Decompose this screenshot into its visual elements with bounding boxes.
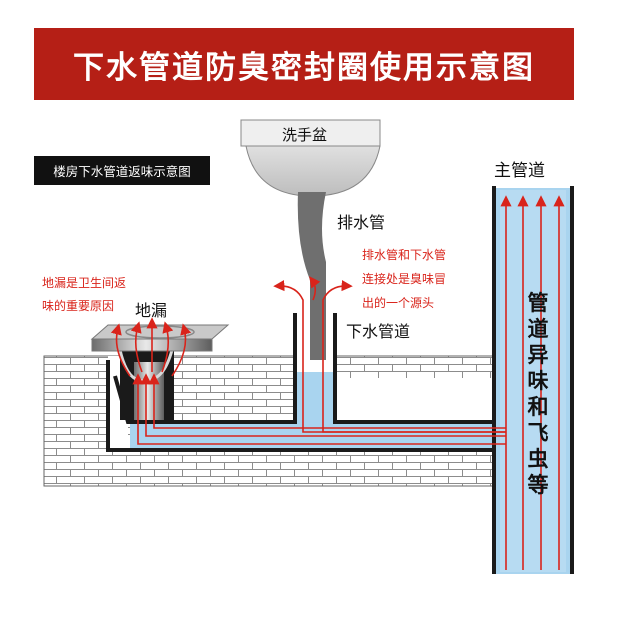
caption-char: 异 — [527, 343, 549, 367]
caption-char: 飞 — [527, 421, 549, 445]
floor-drain-note-1: 地漏是卫生间返 — [42, 276, 127, 290]
sewer-pipe-label: 下水管道 — [346, 322, 411, 341]
caption-char: 管 — [527, 291, 549, 315]
odor-arrows-main — [500, 195, 565, 570]
drain-pipe-label: 排水管 — [337, 213, 386, 232]
caption-char: 和 — [527, 395, 549, 419]
main-pipe-label: 主管道 — [494, 161, 545, 181]
floor-drain-label: 地漏 — [135, 301, 168, 320]
title-banner: 下水管道防臭密封圈使用示意图 — [34, 28, 574, 100]
caption-char: 虫 — [527, 447, 549, 471]
caption-char: 等 — [527, 473, 549, 497]
subtitle-tag: 楼房下水管道返味示意图 — [34, 156, 210, 185]
floor-drain-note-2: 味的重要原因 — [42, 299, 115, 313]
main-pipe-caption: 管 道 异 味 和 飞 虫 等 — [523, 290, 553, 498]
odor-arrows-pipe — [132, 276, 506, 445]
caption-char: 道 — [527, 317, 549, 341]
caption-char: 味 — [527, 369, 549, 393]
floor-drain-core — [134, 362, 164, 420]
joint-note-3: 出的一个源头 — [362, 296, 435, 310]
drain-pipe — [297, 192, 326, 360]
joint-note-2: 连接处是臭味冒 — [362, 272, 447, 286]
joint-note-1: 排水管和下水管 — [362, 248, 447, 262]
odor-arrows-floor-drain — [110, 317, 192, 377]
wash-basin-label: 洗手盆 — [282, 126, 328, 144]
